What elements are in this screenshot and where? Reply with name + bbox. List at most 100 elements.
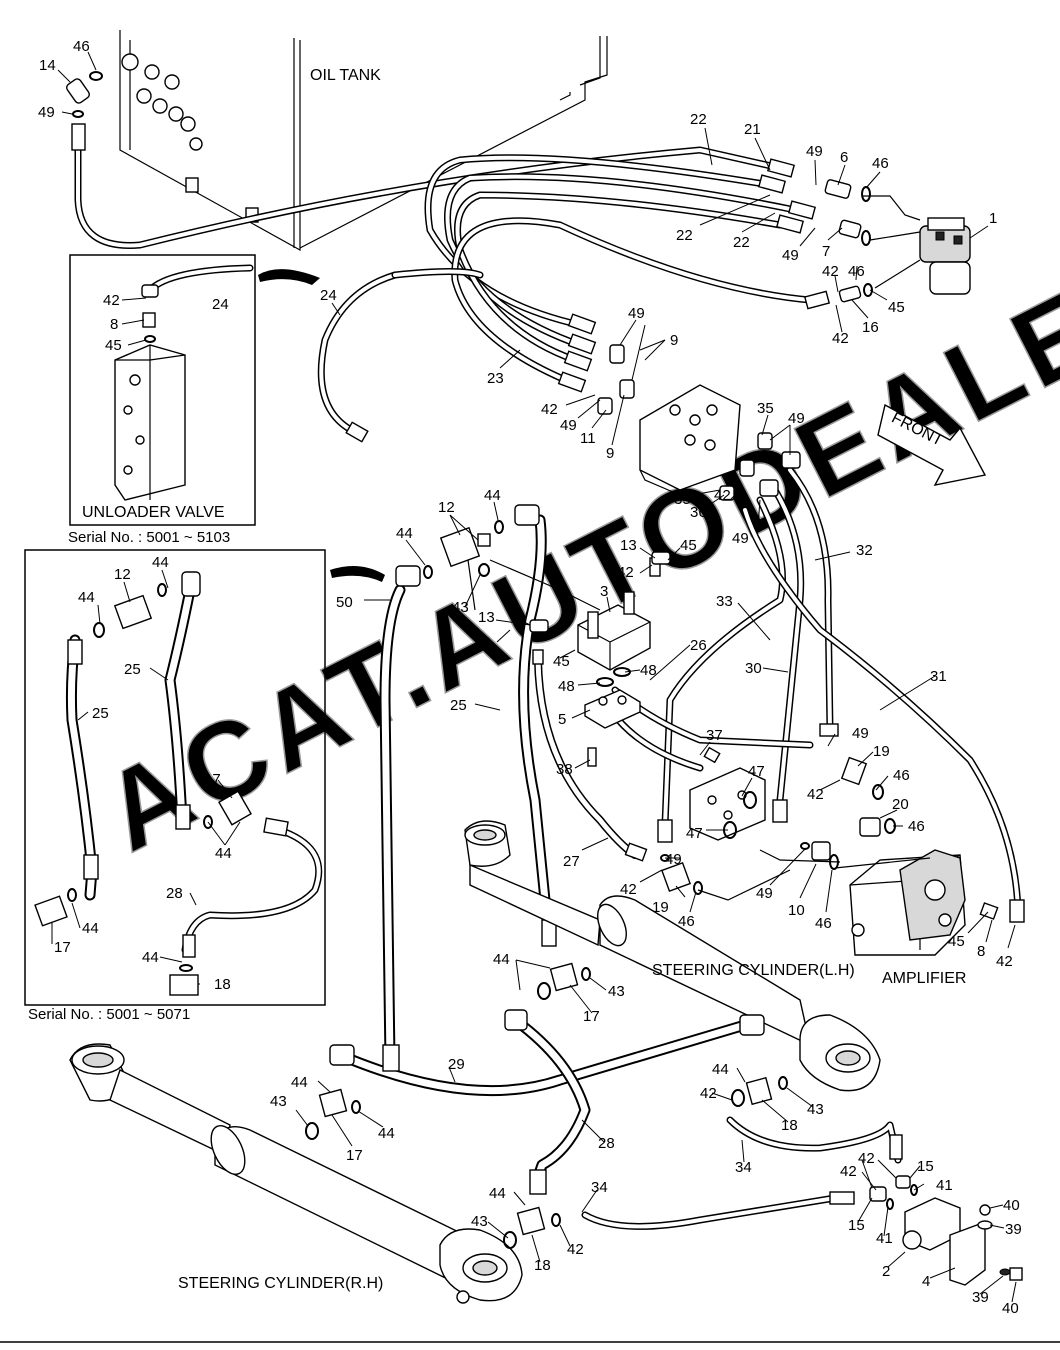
callout: 44 [396, 525, 413, 542]
callout: 42 [474, 634, 491, 651]
callout: 19 [873, 743, 890, 760]
callout: 32 [856, 542, 873, 559]
callout: 6 [840, 149, 848, 166]
callout: 46 [893, 767, 910, 784]
callout: 49 [788, 410, 805, 427]
callout: 2 [882, 1263, 890, 1280]
callout: 9 [670, 332, 678, 349]
callout: 44 [78, 589, 95, 606]
priority-valve [869, 1175, 1023, 1286]
unloader-valve-label: UNLOADER VALVE [82, 504, 225, 521]
callout: 28 [166, 885, 183, 902]
callout: 42 [103, 292, 120, 309]
callout: 43 [807, 1101, 824, 1118]
callout: 18 [781, 1117, 798, 1134]
valve-12-group [395, 504, 671, 633]
tank-ports [121, 53, 203, 151]
callout: 45 [948, 933, 965, 950]
callout: 26 [690, 637, 707, 654]
callout: 19 [652, 899, 669, 916]
callout: 42 [832, 330, 849, 347]
callout: 28 [598, 1135, 615, 1152]
callout: 25 [450, 697, 467, 714]
callout: 34 [591, 1179, 608, 1196]
callout: 17 [204, 771, 221, 788]
callout: 9 [606, 445, 614, 462]
callout: 49 [732, 530, 749, 547]
callout: 42 [620, 881, 637, 898]
callout: 18 [214, 976, 231, 993]
callout: 47 [748, 763, 765, 780]
callout: 22 [733, 234, 750, 251]
callout: 40 [1003, 1197, 1020, 1214]
callout: 44 [712, 1061, 729, 1078]
tank-elbow [66, 71, 103, 118]
callout: 3 [600, 583, 608, 600]
callout: 45 [105, 337, 122, 354]
callout: 46 [73, 38, 90, 55]
callout: 17 [54, 939, 71, 956]
callout: 46 [848, 263, 865, 280]
callout: 1 [989, 210, 997, 227]
callout: 16 [862, 319, 879, 336]
callout: 42 [822, 263, 839, 280]
callout: 43 [452, 599, 469, 616]
callout: 37 [706, 727, 723, 744]
callout: 22 [690, 111, 707, 128]
callout: 7 [822, 243, 830, 260]
callout: 24 [320, 287, 337, 304]
callout: 49 [628, 305, 645, 322]
callout: 30 [745, 660, 762, 677]
bulkhead-bracket [597, 344, 801, 501]
callout: 49 [560, 417, 577, 434]
callout: 27 [563, 853, 580, 870]
steering-cylinder-lh [464, 820, 881, 1107]
callout: 49 [665, 851, 682, 868]
amplifier-label: AMPLIFIER [882, 970, 966, 987]
callout: 48 [558, 678, 575, 695]
steering-unit [919, 217, 971, 295]
callout: 13 [620, 537, 637, 554]
callout: 24 [212, 296, 229, 313]
callout: 47 [686, 825, 703, 842]
callout: 34 [735, 1159, 752, 1176]
callout: 43 [471, 1213, 488, 1230]
callout: 13 [478, 609, 495, 626]
steering-cylinder-lh-label: STEERING CYLINDER(L.H) [652, 962, 855, 979]
callout: 33 [716, 593, 733, 610]
callout: 44 [484, 487, 501, 504]
callout: 44 [291, 1074, 308, 1091]
callout: 25 [124, 661, 141, 678]
callout: 14 [39, 57, 56, 74]
manifold-blocks [532, 557, 661, 767]
callout: 15 [917, 1158, 934, 1175]
callout: 49 [38, 104, 55, 121]
callout: 44 [82, 920, 99, 937]
callout: 46 [872, 155, 889, 172]
callout: 15 [848, 1217, 865, 1234]
callout: 42 [541, 401, 558, 418]
callout: 45 [553, 653, 570, 670]
callout: 41 [936, 1177, 953, 1194]
callout: 42 [567, 1241, 584, 1258]
callout: 17 [583, 1008, 600, 1025]
callout: 41 [876, 1230, 893, 1247]
callout: 12 [438, 499, 455, 516]
callout: 46 [678, 913, 695, 930]
callout: 45 [680, 537, 697, 554]
callout: 48 [640, 662, 657, 679]
amplifier [759, 841, 999, 956]
callout: 40 [1002, 1300, 1019, 1317]
callout: 42 [996, 953, 1013, 970]
callout: 38 [556, 761, 573, 778]
callout: 17 [346, 1147, 363, 1164]
part-callouts: 46 14 49 22 21 49 6 46 1 22 22 49 7 42 4… [38, 38, 1022, 1317]
callout: 42 [807, 786, 824, 803]
callout: 29 [448, 1056, 465, 1073]
callout: 8 [110, 316, 118, 333]
callout: 10 [788, 902, 805, 919]
callout: 5 [558, 711, 566, 728]
callout: 42 [840, 1163, 857, 1180]
callout: 49 [782, 247, 799, 264]
